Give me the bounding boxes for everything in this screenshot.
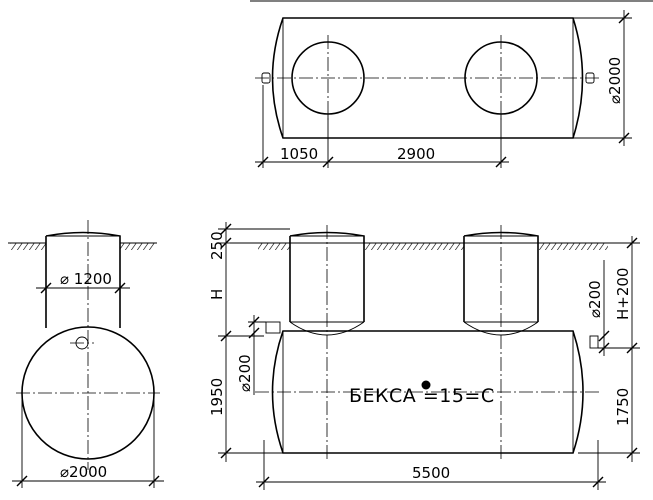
ground-hatch-right xyxy=(120,243,155,250)
dim-hatch-spacing: 2900 xyxy=(397,145,435,163)
outlet-nozzle-side xyxy=(589,335,599,349)
dim-inlet-height: 1950 xyxy=(208,378,226,416)
end-view: ⌀ 1200 ⌀2000 xyxy=(8,220,164,488)
outlet-nozzle-plan xyxy=(585,72,595,84)
dim-inlet-pipe: ⌀200 xyxy=(236,354,254,392)
inlet-nozzle-side xyxy=(265,321,281,334)
dim-cover-height: 250 xyxy=(208,231,226,260)
dim-length: 5500 xyxy=(412,464,450,482)
ground-hatch-side-1 xyxy=(258,243,290,250)
dim-tank-diameter-end: ⌀2000 xyxy=(60,463,107,481)
inlet-nozzle-plan xyxy=(261,72,271,84)
top-view: 1050 2900 ⌀2000 xyxy=(250,0,653,168)
ground-hatch-side-3 xyxy=(538,243,608,250)
dim-depth-h: H xyxy=(208,289,226,300)
dim-end-offset: 1050 xyxy=(280,145,318,163)
dim-outlet-pipe: ⌀200 xyxy=(586,280,604,318)
dim-outlet-depth: H+200 xyxy=(614,268,632,320)
model-dot xyxy=(421,380,431,390)
ground-hatch-side-2 xyxy=(364,243,464,250)
dim-hatch-diameter: ⌀ 1200 xyxy=(60,270,112,288)
dim-tank-diameter-plan: ⌀2000 xyxy=(606,57,624,104)
ground-hatch-left xyxy=(10,243,46,250)
side-view: БЕКСА =15=C 250 H 1950 ⌀200 H+200 1750 xyxy=(208,222,640,490)
model-label: БЕКСА =15=C xyxy=(349,385,495,407)
dim-outlet-height: 1750 xyxy=(614,388,632,426)
